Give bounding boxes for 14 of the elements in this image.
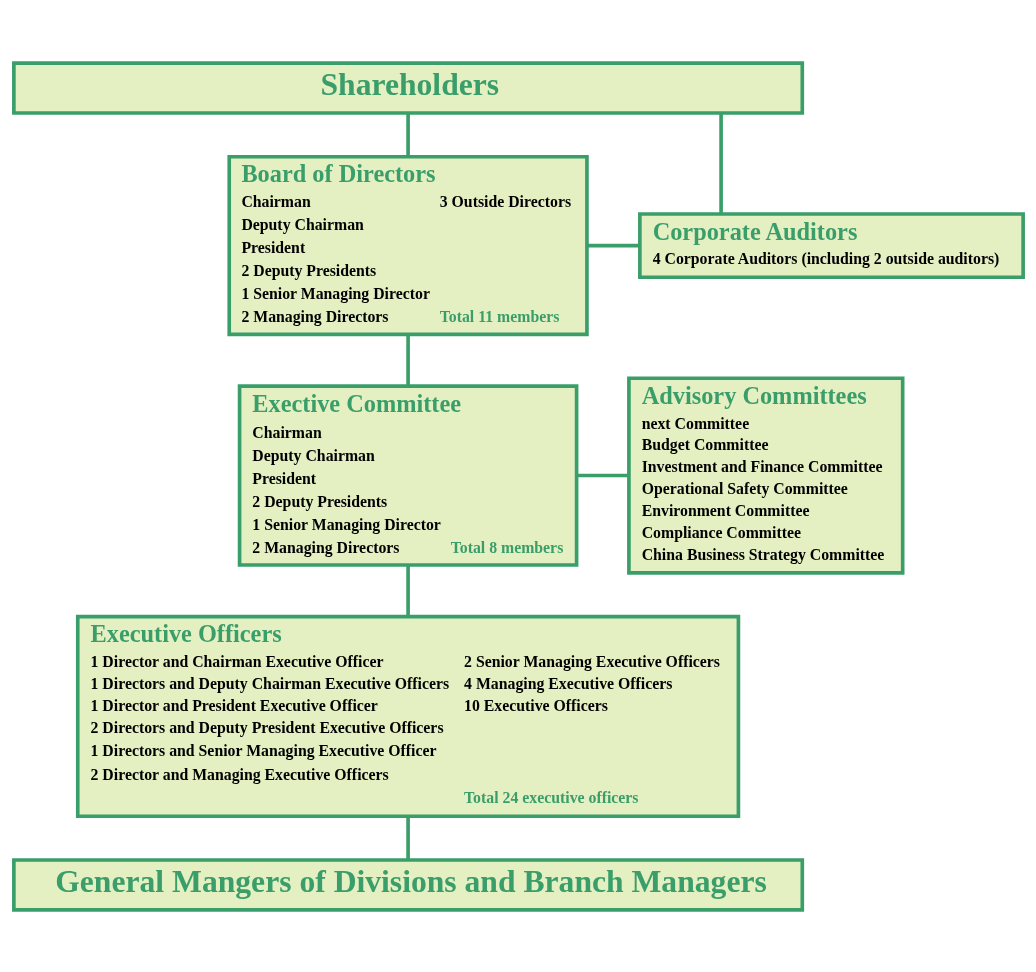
connector [405, 815, 410, 860]
node-box: Shareholders [11, 60, 804, 115]
connector [405, 112, 410, 157]
node-box: Executive Officers 1 Director and Chairman Executive Officer 2 Senior Managing Executive Officers 1 Directors and Deputy Chairman Executive Officers 4 Managing Executive Officers 1 Director and President Executive Officer 10 Executive Officers 2 Directors and Deputy President Executive Officers 1 Directors and Senior Managing Executive Officer 2 Director and Managing Executive Officers Total 24 executive officers [75, 614, 740, 818]
node-box: Exective Committee Chairman Deputy Chairman President 2 Deputy Presidents 1 Senior Managing Director 2 Managing Directors Total 8 members [237, 383, 578, 567]
node-box: Advisory Committees next Committee Budget Committee Investment and Finance Committee Operational Safety Committee Environment Committee Compliance Committee China Business Strategy Committee [626, 375, 904, 575]
connector [586, 243, 640, 247]
connector [576, 473, 629, 477]
connector [405, 564, 410, 617]
connector [718, 112, 723, 214]
node-box: Board of Directors Chairman 3 Outside Directors Deputy Chairman President 2 Deputy Presidents 1 Senior Managing Director 2 Managing Directors Total 11 members [226, 154, 589, 336]
node-box: General Mangers of Divisions and Branch Managers [11, 857, 804, 912]
connector [405, 334, 410, 386]
node-box: Corporate Auditors 4 Corporate Auditors (including 2 outside auditors) [637, 211, 1025, 279]
